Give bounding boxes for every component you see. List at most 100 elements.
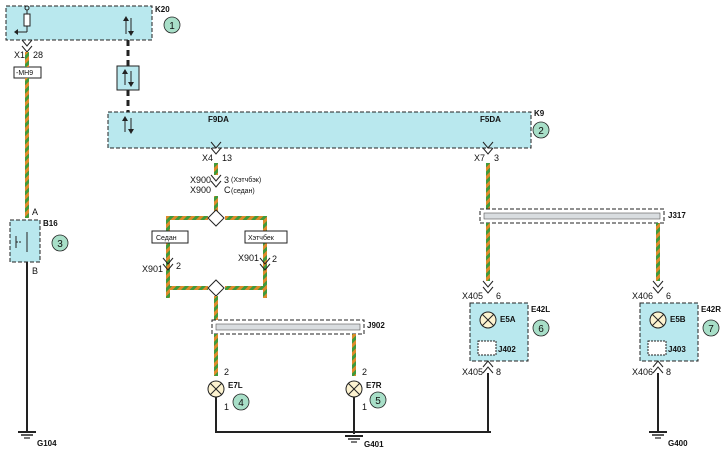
callout-3: 3 <box>51 234 69 252</box>
wire-x900-split <box>214 196 218 212</box>
module-k20: K20 1 <box>5 5 181 41</box>
splice-diamond-bottom <box>207 279 225 297</box>
svg-text:Седан: Седан <box>156 235 177 242</box>
wire-split-right <box>225 216 265 220</box>
connector-x406-bottom: X406 8 <box>632 360 671 377</box>
svg-text:E7R: E7R <box>366 381 382 390</box>
svg-text:X901: X901 <box>238 253 259 263</box>
lamp-e42l: E42L E5A J402 6 <box>469 302 550 362</box>
wire-x7-j317 <box>486 163 490 209</box>
wire-x4-x900 <box>214 163 218 175</box>
wire-j902-e7r <box>352 334 356 376</box>
svg-text:X900: X900 <box>190 175 211 185</box>
svg-text:2: 2 <box>224 367 229 377</box>
callout-1: 1 <box>163 16 181 34</box>
callout-2: 2 <box>532 121 550 139</box>
svg-text:1: 1 <box>224 402 229 412</box>
callout-6: 6 <box>532 319 550 337</box>
svg-text:X405: X405 <box>462 367 483 377</box>
wire-j317-x406 <box>656 223 660 281</box>
variant-sedan: Седан <box>151 230 189 244</box>
svg-text:B: B <box>32 266 38 276</box>
svg-text:B16: B16 <box>43 219 58 228</box>
wire-join-down <box>214 296 218 320</box>
svg-text:J403: J403 <box>668 345 686 354</box>
svg-text:13: 13 <box>222 153 232 163</box>
svg-text:8: 8 <box>666 367 671 377</box>
switch-contact-icon <box>15 232 28 252</box>
svg-text:X7: X7 <box>474 153 485 163</box>
callout-7: 7 <box>702 319 720 337</box>
ground-label: G401 <box>364 440 384 449</box>
svg-text:3: 3 <box>494 153 499 163</box>
lamp-e7l: 2 E7L 1 4 <box>207 367 250 412</box>
connector-x901-right: X901 2 <box>238 253 277 271</box>
gateway-block <box>116 65 140 91</box>
svg-text:8: 8 <box>496 367 501 377</box>
wire-x405-gnd <box>487 373 489 433</box>
wire-mh9-b16 <box>25 78 29 218</box>
svg-text:Хэтчбек: Хэтчбек <box>248 234 275 242</box>
svg-text:X1: X1 <box>14 50 25 60</box>
module-k9-label: K9 <box>534 109 545 118</box>
wire-j317-x405 <box>486 223 490 281</box>
k9-pin-right: F5DA <box>480 115 501 124</box>
svg-text:7: 7 <box>708 324 714 335</box>
connector-mh9: -MH9 <box>13 66 42 79</box>
svg-text:E7L: E7L <box>228 381 243 390</box>
svg-text:6: 6 <box>496 291 501 301</box>
wire-x1-b16 <box>25 52 29 67</box>
splice-j317: J317 <box>479 208 686 224</box>
connector-x405-bottom: X405 8 <box>462 360 501 377</box>
svg-text:A: A <box>32 207 38 217</box>
connector-x901-left: X901 2 <box>142 257 181 274</box>
lamp-e7r: 2 E7R 1 5 <box>345 367 387 412</box>
switch-b16: B16 A B 3 <box>9 207 69 276</box>
wire-split-left <box>168 216 208 220</box>
svg-text:6: 6 <box>666 291 671 301</box>
wire-right-down <box>263 216 267 298</box>
connector-x7: X7 3 <box>474 141 499 163</box>
module-k9: K9 F9DA F5DA 2 <box>107 109 550 149</box>
wire-b16-ground <box>26 262 28 432</box>
svg-text:E42L: E42L <box>531 305 550 314</box>
svg-text:2: 2 <box>272 254 277 264</box>
svg-text:2: 2 <box>538 126 544 137</box>
svg-text:3: 3 <box>224 175 229 185</box>
callout-4: 4 <box>232 393 250 411</box>
svg-text:1: 1 <box>169 21 175 32</box>
svg-text:(седан): (седан) <box>231 188 255 195</box>
svg-text:2: 2 <box>362 367 367 377</box>
svg-text:E5B: E5B <box>670 315 686 324</box>
splice-diamond-top <box>207 209 225 227</box>
lamp-e42r: E42R E5B J403 7 <box>639 302 721 362</box>
svg-text:3: 3 <box>57 239 63 250</box>
svg-text:J317: J317 <box>668 211 686 220</box>
k20-switch-icon <box>14 5 31 35</box>
svg-text:J402: J402 <box>498 345 516 354</box>
wire-join-left <box>166 286 208 290</box>
wire-e7r-gnd <box>353 397 355 434</box>
wire-j902-e7l <box>214 334 218 376</box>
variant-hatch: Хэтчбек <box>244 230 288 244</box>
svg-text:28: 28 <box>33 50 43 60</box>
svg-text:X406: X406 <box>632 291 653 301</box>
svg-text:X900: X900 <box>190 185 211 195</box>
wire-x406-gnd <box>657 373 659 432</box>
svg-text:E42R: E42R <box>701 305 721 314</box>
ground-g400: G400 <box>649 431 688 448</box>
svg-text:X4: X4 <box>202 153 213 163</box>
svg-text:4: 4 <box>238 398 244 409</box>
wire-e7l-gnd <box>215 397 217 432</box>
svg-text:(Хэтчбэк): (Хэтчбэк) <box>231 176 261 184</box>
svg-text:J902: J902 <box>367 321 385 330</box>
wire-join-right <box>225 286 267 290</box>
module-k20-label: K20 <box>155 5 170 14</box>
svg-text:X406: X406 <box>632 367 653 377</box>
k9-pin-left: F9DA <box>208 115 229 124</box>
ground-label: G104 <box>37 439 57 448</box>
svg-text:C: C <box>224 185 231 195</box>
data-arrows-icon <box>123 16 134 36</box>
ground-g401: G401 <box>345 435 384 449</box>
